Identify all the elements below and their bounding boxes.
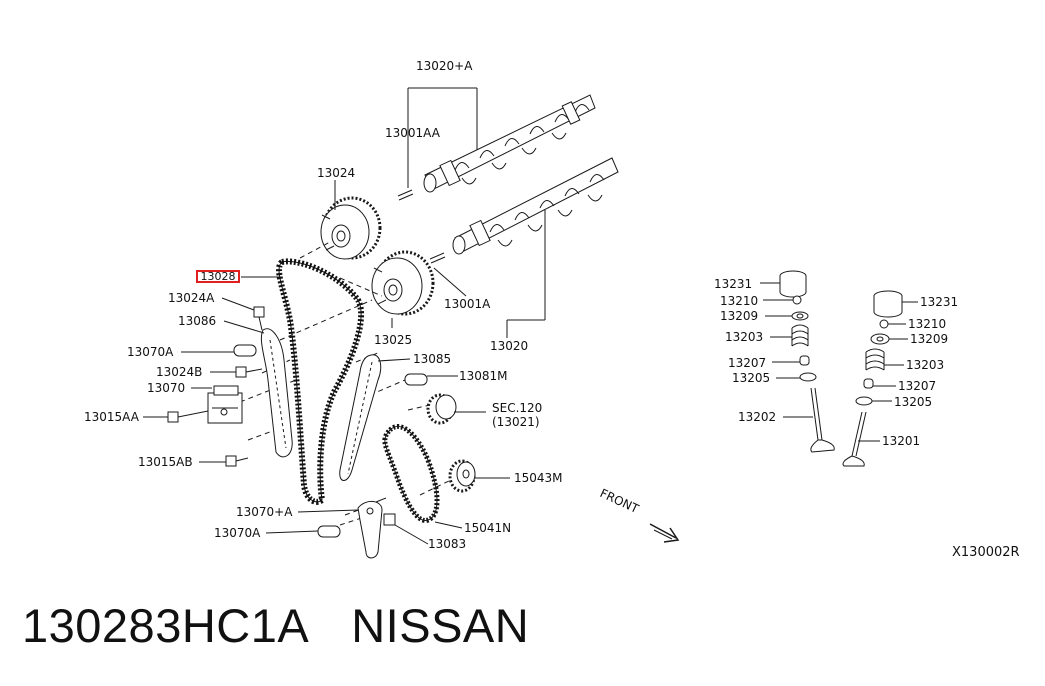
label-13210-right: 13210	[908, 317, 946, 331]
valve-lifter-13231-left	[779, 270, 807, 298]
front-arrow-icon	[649, 523, 680, 543]
part-number: 130283HC1A	[22, 599, 310, 652]
label-13085: 13085	[413, 352, 451, 366]
valve-collet-13210-right	[879, 319, 889, 329]
bolt-13015ab	[225, 455, 249, 467]
brand-name: NISSAN	[351, 599, 530, 652]
valve-spring-13203-left	[791, 324, 809, 347]
label-15043M: 15043M	[514, 471, 563, 485]
label-13020: 13020	[490, 339, 528, 353]
part-title: 130283HC1A NISSAN	[22, 598, 529, 653]
valve-seal-13207-left	[799, 355, 810, 366]
label-13024B: 13024B	[156, 365, 202, 379]
intake-sprocket-13024	[320, 196, 382, 260]
part-labels: 13020+A 13001AA 13024 13024A 13086 13070…	[84, 59, 1020, 560]
intake-camshaft	[423, 94, 596, 193]
front-label: FRONT	[598, 486, 642, 516]
exhaust-sprocket-13025	[371, 250, 435, 316]
label-13024A: 13024A	[168, 291, 215, 305]
valve-retainer-13209-left	[791, 311, 809, 321]
pin-13081m	[404, 373, 428, 386]
bolt-13024a	[253, 306, 265, 331]
dowel-pin-13001a	[429, 252, 446, 264]
label-13083: 13083	[428, 537, 466, 551]
label-13207-right: 13207	[898, 379, 936, 393]
label-13020A: 13020+A	[416, 59, 473, 73]
leader-lines	[143, 87, 918, 545]
label-13231-left: 13231	[714, 277, 752, 291]
tension-guide-13085	[339, 354, 382, 481]
label-15041N: 15041N	[464, 521, 511, 535]
label-13207-left: 13207	[728, 356, 766, 370]
label-13203-left: 13203	[725, 330, 763, 344]
label-13024: 13024	[317, 166, 355, 180]
label-13015AB: 13015AB	[138, 455, 193, 469]
valve-collet-13210-left	[792, 295, 802, 305]
bolt-lower-tensioner	[375, 497, 387, 503]
intake-valve-13201	[842, 411, 867, 467]
label-13070A-lower: 13070A	[214, 526, 261, 540]
chain-tensioner-13070	[207, 385, 243, 424]
label-13021: (13021)	[492, 415, 540, 429]
highlighted-part-label: 13028	[196, 270, 240, 283]
bolt-13083	[383, 513, 396, 526]
label-13025: 13025	[374, 333, 412, 347]
exhaust-valve-13202	[810, 387, 835, 453]
bolt-13015aa	[167, 410, 209, 423]
label-13070: 13070	[147, 381, 185, 395]
label-13201: 13201	[882, 434, 920, 448]
valve-lifter-13231-right	[873, 290, 903, 318]
label-13202: 13202	[738, 410, 776, 424]
label-13001A: 13001A	[444, 297, 491, 311]
label-sec120: SEC.120	[492, 401, 542, 415]
label-13205-right: 13205	[894, 395, 932, 409]
oil-pump-chain-tensioner-13070pA	[357, 501, 383, 559]
oil-pump-sprocket-15043m	[448, 459, 476, 493]
diagram-reference: X130002R	[952, 545, 1020, 560]
exhaust-camshaft	[452, 157, 619, 255]
label-13210-left: 13210	[720, 294, 758, 308]
spring-seat-13205-left	[799, 372, 817, 382]
pin-13070a-lower	[317, 525, 341, 538]
label-13209-right: 13209	[910, 332, 948, 346]
label-13070pA: 13070+A	[236, 505, 293, 519]
label-13203-right: 13203	[906, 358, 944, 372]
bolt-13024b	[235, 366, 263, 378]
label-13015AA: 13015AA	[84, 410, 140, 424]
label-13205-left: 13205	[732, 371, 770, 385]
valve-spring-13203-right	[865, 348, 885, 371]
label-13086: 13086	[178, 314, 216, 328]
dowel-pin-13001aa	[397, 189, 414, 201]
crankshaft-sprocket-sec120	[426, 393, 457, 425]
spring-seat-13205-right	[855, 396, 873, 406]
label-13209-left: 13209	[720, 309, 758, 323]
timing-chain-13028	[276, 258, 365, 505]
slack-guide-13086	[260, 328, 293, 458]
oil-pump-chain-15041n	[382, 424, 440, 523]
label-13001AA: 13001AA	[385, 126, 441, 140]
label-13231-right: 13231	[920, 295, 958, 309]
pin-13070a	[233, 344, 257, 357]
valve-retainer-13209-right	[870, 333, 890, 345]
label-13081M: 13081M	[459, 369, 508, 383]
label-13070A: 13070A	[127, 345, 174, 359]
valve-seal-13207-right	[863, 378, 874, 389]
